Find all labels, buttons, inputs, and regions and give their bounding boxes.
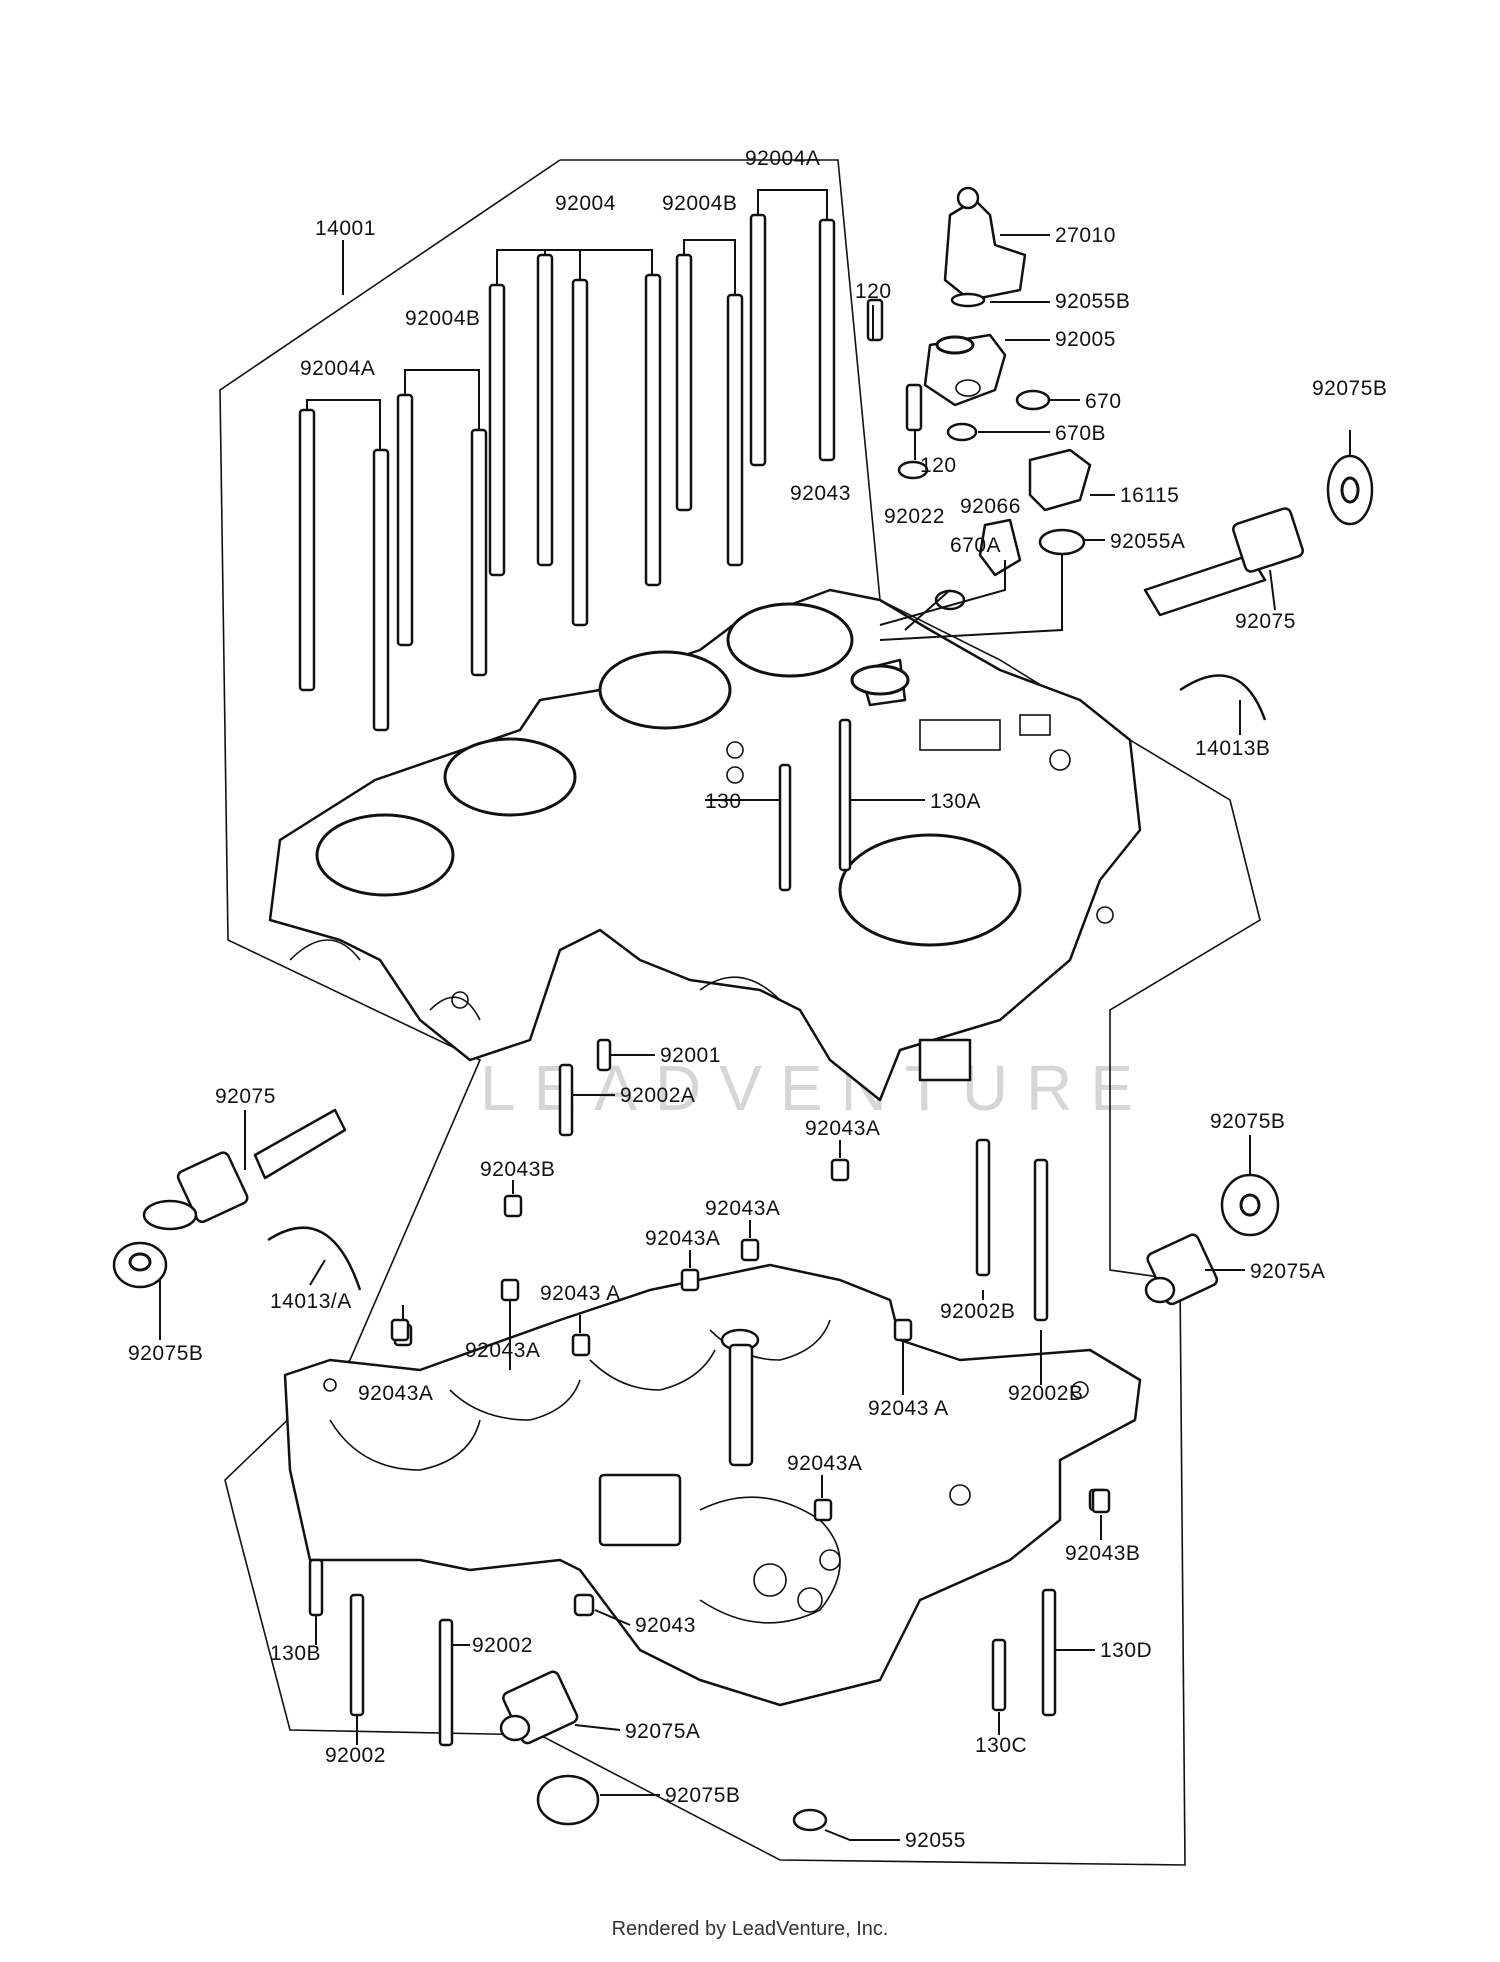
callout-92055: 92055	[905, 1829, 966, 1852]
ring-14013a	[267, 1226, 362, 1291]
bolt-92002b-1	[975, 1138, 991, 1277]
callout-92004b-top: 92004B	[662, 192, 737, 215]
callout-92075b-b: 92075B	[665, 1784, 740, 1807]
callout-16115: 16115	[1120, 484, 1179, 507]
dowel-pins	[390, 1158, 1108, 1617]
callout-670b: 670B	[1055, 422, 1106, 445]
oil-pump-shaft-left	[112, 1108, 347, 1289]
callout-92043a-8: 92043A	[787, 1452, 862, 1475]
callout-92043a-7: 92043 A	[868, 1397, 949, 1420]
bolt-92002a	[558, 1063, 574, 1137]
bolt-92001	[596, 1038, 612, 1072]
callout-92043a-5: 92043A	[465, 1339, 540, 1362]
callout-27010: 27010	[1055, 224, 1116, 247]
callout-92004b-left: 92004B	[405, 307, 480, 330]
callout-92043-top: 92043	[790, 482, 851, 505]
oil-pump-shaft-right	[1143, 454, 1374, 617]
callout-92055b: 92055B	[1055, 290, 1130, 313]
footer-credit: Rendered by LeadVenture, Inc.	[611, 1918, 889, 1940]
oil-pump-rotor-bottom	[499, 1670, 600, 1826]
callout-92004: 92004	[555, 192, 616, 215]
callout-130c: 130C	[975, 1734, 1027, 1757]
callout-92043a-6: 92043A	[358, 1382, 433, 1405]
oil-pressure-switch-parts	[866, 186, 1092, 611]
bolt-92002-a	[349, 1593, 365, 1717]
callout-92075-l: 92075	[215, 1085, 276, 1108]
ring-14013b	[1179, 674, 1267, 721]
callout-92043b-r: 92043B	[1065, 1542, 1140, 1565]
callout-92043a-3: 92043A	[645, 1227, 720, 1250]
callout-92075a-b: 92075A	[625, 1720, 700, 1743]
callout-130d: 130D	[1100, 1639, 1152, 1662]
callout-92002a: 92002A	[620, 1084, 695, 1107]
callout-92043a-4: 92043 A	[540, 1282, 621, 1305]
callout-92043-bot: 92043	[635, 1614, 696, 1637]
callout-92005: 92005	[1055, 328, 1116, 351]
callout-670: 670	[1085, 390, 1122, 413]
callout-92004a-top: 92004A	[745, 147, 820, 170]
callout-14001: 14001	[315, 217, 376, 240]
callout-92043b-l: 92043B	[480, 1158, 555, 1181]
callout-labels: 14001 92004 92004A 92004B 92004B 92004A …	[128, 147, 1387, 1852]
oil-pump-rotor-right	[1144, 1173, 1280, 1306]
callout-92043a-1: 92043A	[805, 1117, 880, 1140]
callout-130b: 130B	[270, 1642, 321, 1665]
callout-92001: 92001	[660, 1044, 721, 1067]
bolt-130d	[1041, 1588, 1057, 1717]
callout-120-a: 120	[855, 280, 892, 303]
callout-92075b-l: 92075B	[128, 1342, 203, 1365]
callout-92002b-1: 92002B	[940, 1300, 1015, 1323]
bolt-92002b-2	[1033, 1158, 1049, 1322]
upper-crankcase	[268, 588, 1142, 1102]
callout-670a: 670A	[950, 534, 1001, 557]
bolt-130a	[838, 718, 852, 872]
callout-130: 130	[705, 790, 742, 813]
watermark: LEADVENTURE	[480, 1052, 1151, 1124]
callout-130a: 130A	[930, 790, 981, 813]
callout-92075-r: 92075	[1235, 610, 1296, 633]
callout-92002-a: 92002	[325, 1744, 386, 1767]
bolt-130c	[991, 1638, 1007, 1712]
callout-14013b: 14013B	[1195, 737, 1270, 760]
callout-92075a-r: 92075A	[1250, 1260, 1325, 1283]
callout-92075b-r1: 92075B	[1312, 377, 1387, 400]
callout-92055a: 92055A	[1110, 530, 1185, 553]
callout-92075b-r2: 92075B	[1210, 1110, 1285, 1133]
lower-crankcase	[283, 1263, 1142, 1707]
dowel-92043b-right	[1091, 1488, 1111, 1514]
callout-92002b-2: 92002B	[1008, 1382, 1083, 1405]
bolt-130	[778, 763, 792, 892]
callout-14013a: 14013/A	[270, 1290, 352, 1313]
washer-92055	[792, 1808, 828, 1832]
callout-92022: 92022	[884, 505, 945, 528]
callout-92004a-left: 92004A	[300, 357, 375, 380]
callout-92066: 92066	[960, 495, 1021, 518]
bolt-130b	[308, 1558, 324, 1617]
bolt-92002-b	[438, 1618, 454, 1747]
callout-120-b: 120	[920, 454, 957, 477]
callout-92002-b: 92002	[472, 1634, 533, 1657]
callout-92043a-2: 92043A	[705, 1197, 780, 1220]
